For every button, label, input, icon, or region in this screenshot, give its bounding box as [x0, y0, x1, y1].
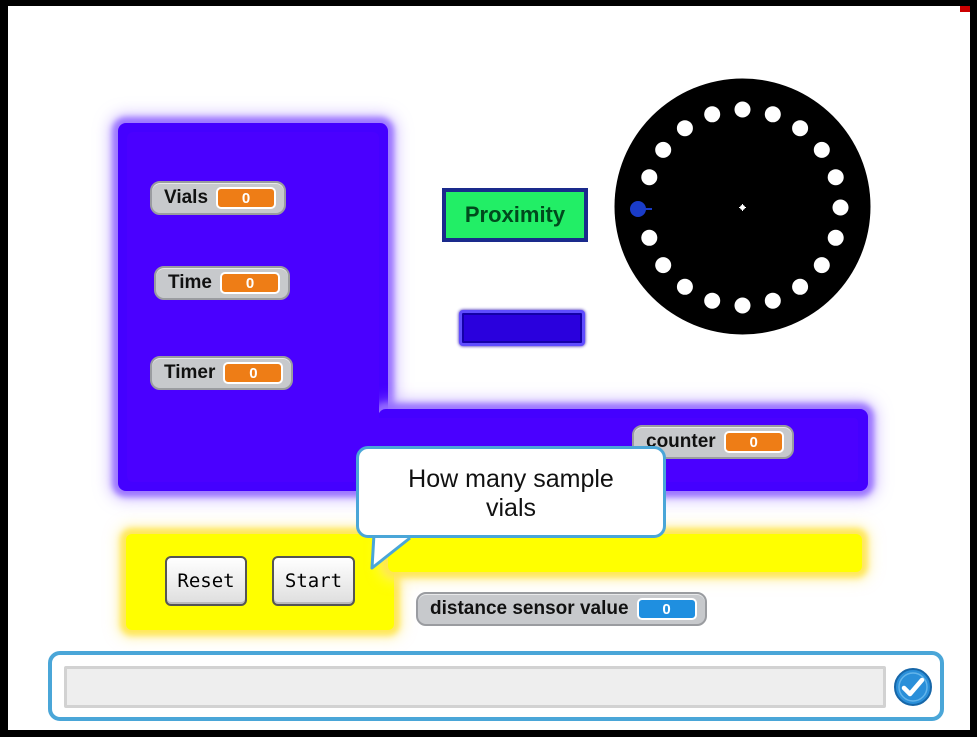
counter-monitor-label: counter: [646, 431, 716, 452]
dial-pointer: [630, 201, 646, 217]
proximity-label: Proximity: [464, 202, 566, 227]
timer-monitor-value: 0: [223, 362, 284, 384]
speech-bubble-line-1: How many sample: [408, 465, 614, 493]
time-monitor[interactable]: Time 0: [154, 266, 291, 300]
stage-corner-marker: [960, 6, 970, 12]
counter-monitor[interactable]: counter 0: [632, 425, 794, 459]
vials-monitor[interactable]: Vials 0: [150, 181, 287, 215]
dial-vial-slot: [764, 106, 781, 123]
dial-vial-slot: [676, 278, 693, 295]
vials-monitor-value: 0: [216, 187, 277, 209]
proximity-button[interactable]: Proximity: [442, 188, 588, 242]
dial-vial-slot: [734, 297, 751, 314]
dial-vial-slot: [792, 120, 809, 137]
dial-vial-slot: [792, 278, 809, 295]
timer-monitor-label: Timer: [164, 362, 216, 383]
start-button[interactable]: Start: [272, 556, 355, 606]
dial-vial-slot: [827, 169, 844, 186]
distance-sensor-monitor-value: 0: [636, 598, 697, 620]
speech-bubble-line-2: vials: [485, 494, 536, 522]
checkmark-icon[interactable]: [893, 667, 933, 707]
distance-sensor-monitor[interactable]: distance sensor value 0: [416, 592, 707, 626]
dial-vial-slot: [734, 101, 751, 118]
yellow-panel-bar: [388, 534, 862, 572]
dial-vial-slot: [704, 292, 721, 309]
vials-monitor-label: Vials: [164, 187, 209, 208]
stage: Vials 0 Time 0 Timer 0 counter 0 distanc…: [8, 6, 970, 730]
blue-indicator-bar[interactable]: [459, 310, 585, 346]
dial-vial-slot: [641, 169, 658, 186]
dial-vial-slot: [764, 292, 781, 309]
speech-bubble: How many sample vials: [356, 446, 666, 538]
time-monitor-value: 0: [220, 272, 281, 294]
distance-sensor-monitor-label: distance sensor value: [430, 598, 629, 619]
dial-vial-slot: [813, 257, 830, 274]
time-monitor-label: Time: [168, 272, 213, 293]
reset-button[interactable]: Reset: [165, 556, 247, 606]
dial-vial-slot: [655, 257, 672, 274]
dial-vial-slot: [704, 106, 721, 123]
dial-vial-slot: [655, 141, 672, 158]
vial-carousel-dial[interactable]: [614, 78, 871, 335]
dial-vial-slot: [832, 199, 849, 216]
timer-monitor[interactable]: Timer 0: [150, 356, 294, 390]
dial-vial-slot: [676, 120, 693, 137]
dial-vial-slot: [813, 141, 830, 158]
ask-answer-input[interactable]: [64, 666, 886, 708]
counter-monitor-value: 0: [723, 431, 784, 453]
dial-vial-slots: [641, 101, 849, 314]
dial-vial-slot: [827, 229, 844, 246]
speech-bubble-tail: [370, 534, 411, 570]
dial-vial-slot: [641, 229, 658, 246]
